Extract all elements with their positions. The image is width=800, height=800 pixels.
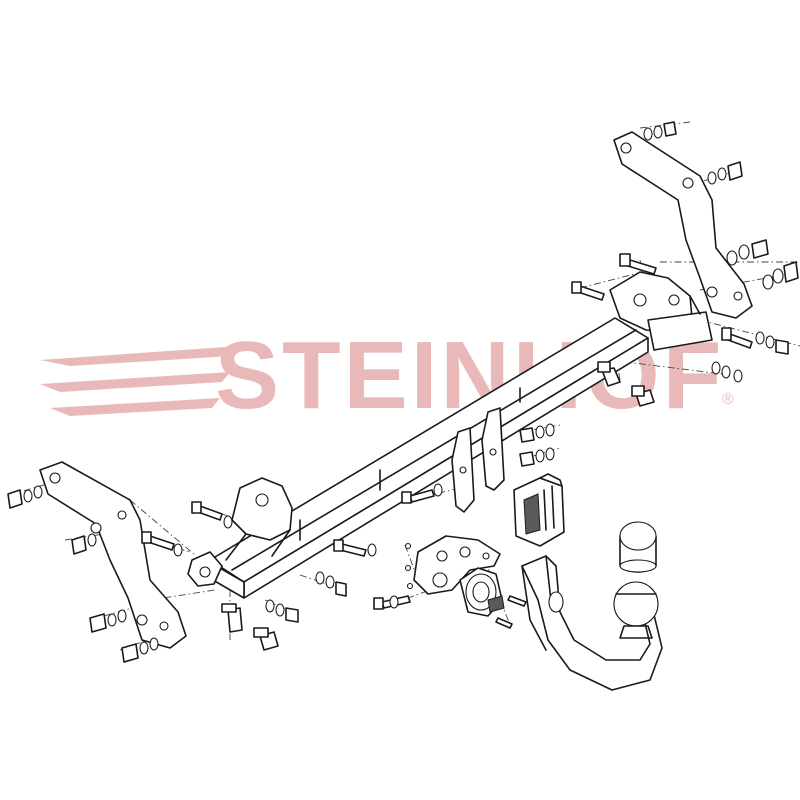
- bolt-icon: [141, 531, 175, 551]
- left-side-bracket: [39, 461, 187, 649]
- bolt-icon: [191, 501, 223, 521]
- bolt-icon: [221, 603, 243, 633]
- bolt-icon: [619, 253, 657, 275]
- bolt-icon: [631, 385, 655, 407]
- tow-ball-neck: [521, 555, 663, 691]
- bolt-icon: [333, 539, 367, 557]
- bolt-icon: [507, 595, 527, 607]
- washer-stack-center: [433, 423, 555, 497]
- right-side-bracket: [613, 131, 753, 319]
- washer-stack-left: [7, 485, 414, 663]
- left-beam-end-mount: [187, 477, 293, 587]
- nut-washer-stacks: [7, 121, 799, 663]
- center-mounting-plates: [451, 407, 505, 513]
- right-beam-end-mount: [609, 271, 713, 351]
- steinhof-logo-icon: [40, 346, 240, 416]
- socket-mounting-bracket: [413, 535, 501, 595]
- watermark-registered-mark: ®: [722, 391, 734, 408]
- bolt-icon: [571, 281, 605, 301]
- bolt-icon: [401, 489, 435, 504]
- bolt-icon: [495, 617, 513, 629]
- main-cross-beam: [205, 317, 649, 599]
- electrical-socket-icon: [459, 567, 505, 617]
- receiver-housing: [513, 473, 565, 547]
- bolt-icon: [253, 627, 279, 651]
- washer-stack-right-top: [643, 121, 799, 383]
- tow-ball-cap-icon: [619, 521, 657, 573]
- bolt-icon: [721, 327, 753, 349]
- bolt-icon: [597, 361, 621, 387]
- fasteners: [141, 253, 753, 651]
